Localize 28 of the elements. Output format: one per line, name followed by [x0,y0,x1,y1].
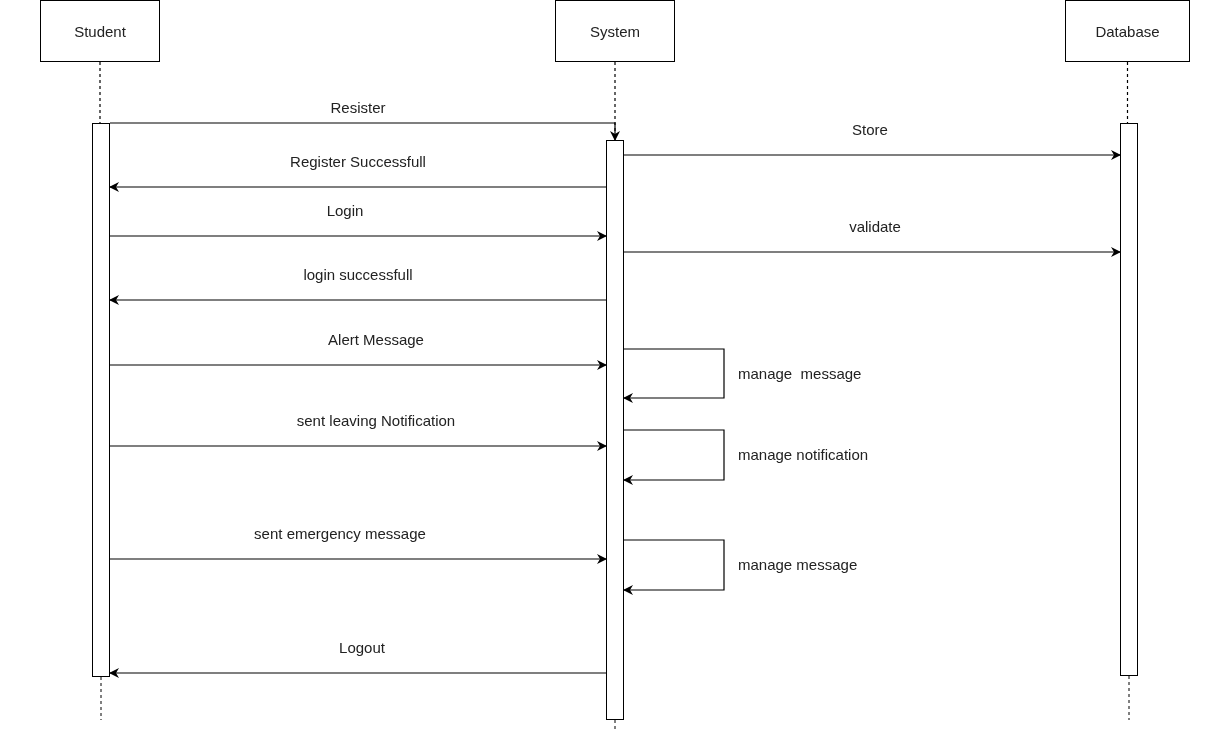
lifeline-header-box [40,0,160,62]
self-message-arrow [623,429,725,485]
participant-name: System [590,22,640,40]
message-arrow [109,295,607,305]
activation-bar [606,140,624,720]
message-label: Login [324,202,366,220]
message-label: Alert Message [326,331,426,349]
message-arrow [109,441,607,451]
message-arrow [109,231,607,241]
activation-bar [1120,123,1138,676]
message-arrow [623,150,1121,160]
lifeline-header-box [555,0,675,62]
message-arrow [109,182,607,192]
message-label: Register Successfull [288,153,428,171]
activation-bar [92,123,110,677]
message-label: login successfull [301,266,415,284]
participant-name: Database [1095,22,1160,40]
message-arrow [109,122,620,141]
message-arrow [109,360,607,370]
message-arrow [623,247,1121,257]
participant-name: Student [74,22,126,40]
message-label: sent leaving Notification [294,412,458,430]
self-message-arrow [623,348,725,403]
message-arrow [109,554,607,564]
self-message-arrow [623,539,725,595]
message-arrow [109,668,607,678]
lifeline-header-box [1065,0,1190,62]
message-label: manage notification [736,446,871,464]
